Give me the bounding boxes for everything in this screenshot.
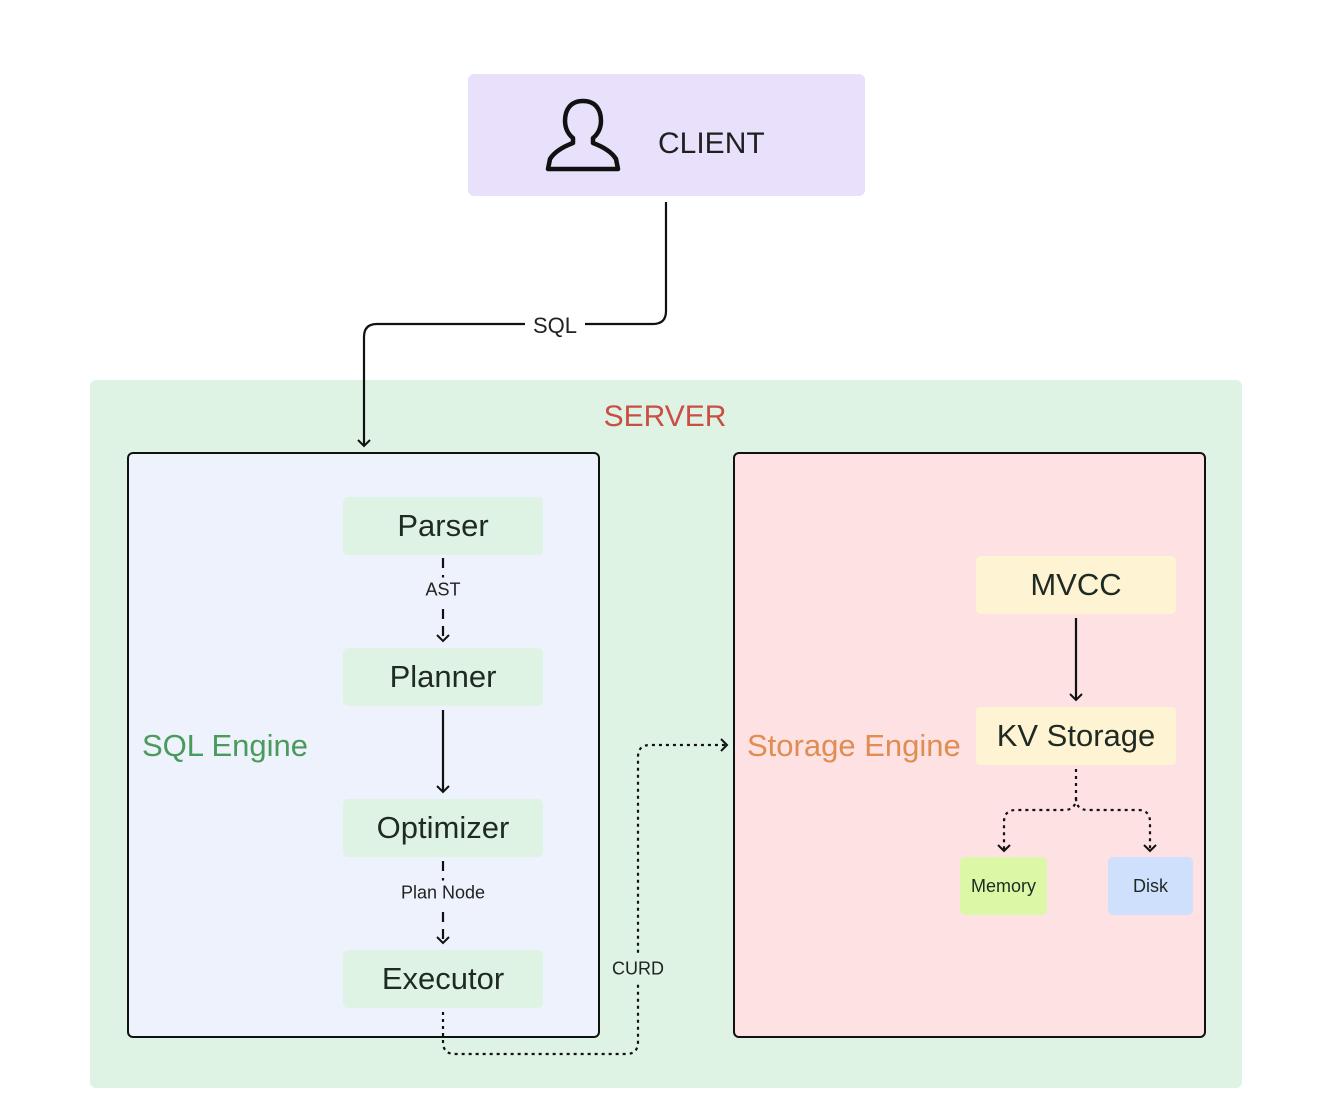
planner-node: Planner <box>343 648 543 706</box>
sql-edge-label: SQL <box>524 313 586 339</box>
parser-node: Parser <box>343 497 543 555</box>
curd-edge-label: CURD <box>608 955 668 983</box>
client-to-sql-engine-connector <box>357 202 668 448</box>
server-label: SERVER <box>603 400 727 433</box>
storage-engine-label: Storage Engine <box>747 728 961 763</box>
kv-storage-node: KV Storage <box>976 707 1176 765</box>
kv-storage-to-disk-connector <box>1074 797 1157 853</box>
disk-node: Disk <box>1108 857 1193 915</box>
client-node: CLIENT <box>468 74 865 196</box>
sql-engine-label: SQL Engine <box>142 728 309 763</box>
optimizer-node: Optimizer <box>343 799 543 857</box>
executor-node: Executor <box>343 950 543 1008</box>
user-icon <box>545 98 621 172</box>
kv-storage-to-memory-connector <box>997 769 1078 853</box>
ast-edge-label: AST <box>421 577 465 603</box>
memory-node: Memory <box>960 857 1047 915</box>
client-label: CLIENT <box>658 127 765 160</box>
plan-node-edge-label: Plan Node <box>396 880 490 906</box>
mvcc-node: MVCC <box>976 556 1176 614</box>
